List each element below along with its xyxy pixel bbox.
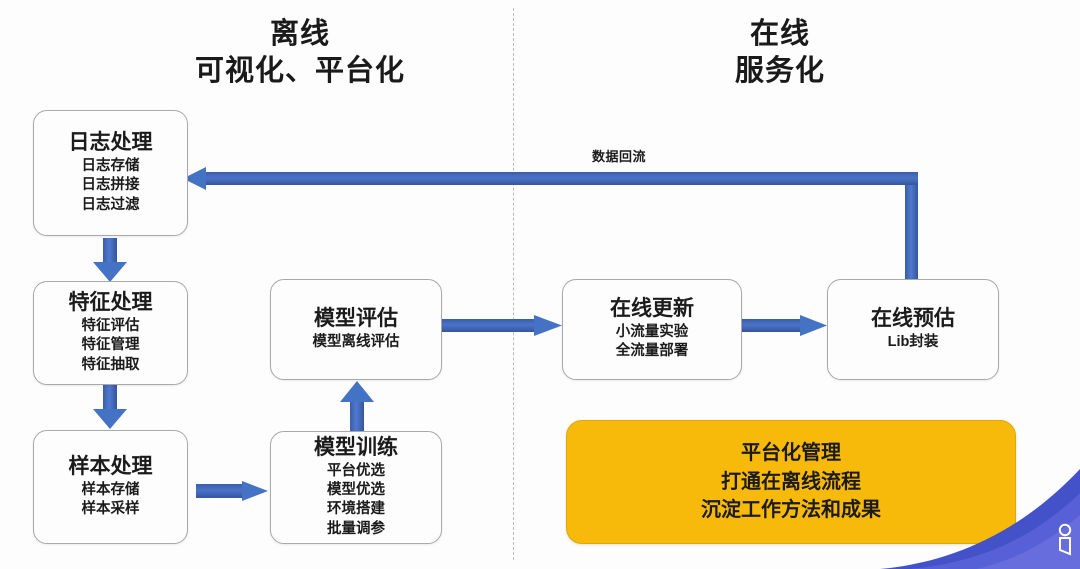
offline-online-divider [513, 8, 514, 560]
node-sub: 特征抽取 [81, 356, 140, 373]
node-title: 在线预估 [871, 306, 955, 330]
platform-line: 平台化管理 [741, 442, 841, 465]
node-online-update[interactable]: 在线更新 小流量实验 全流量部署 [562, 279, 742, 380]
node-log-processing[interactable]: 日志处理 日志存储 日志拼接 日志过滤 [33, 110, 188, 236]
corner-decoration [880, 459, 1080, 569]
node-sub: 模型优选 [327, 482, 385, 499]
node-sub: 特征评估 [81, 317, 140, 334]
node-title: 日志处理 [68, 131, 153, 155]
node-sub: 小流量实验 [615, 324, 689, 341]
node-feature-processing[interactable]: 特征处理 特征评估 特征管理 特征抽取 [33, 281, 188, 385]
arrow-training-to-evaluation [340, 381, 374, 431]
label-data-feedback: 数据回流 [592, 149, 647, 164]
platform-line: 沉淀工作方法和成果 [701, 499, 881, 522]
node-sub: 全流量部署 [615, 343, 689, 360]
node-platform-management[interactable]: 平台化管理 打通在离线流程 沉淀工作方法和成果 [566, 420, 1016, 544]
node-title: 模型训练 [314, 436, 398, 460]
section-title-offline-line1: 离线 [269, 18, 330, 50]
node-title: 模型评估 [314, 306, 398, 330]
arrow-online-update-to-prediction [742, 315, 827, 336]
node-sub: 模型离线评估 [312, 333, 400, 350]
section-title-online-line1: 在线 [749, 18, 810, 50]
node-sub: 样本采样 [81, 500, 140, 517]
arrow-log-to-feature [93, 238, 127, 282]
section-title-online-line2: 服务化 [734, 55, 825, 88]
node-title: 样本处理 [68, 454, 153, 478]
node-sub: 环境搭建 [327, 501, 385, 518]
node-sub: 样本存储 [81, 481, 140, 498]
corner-swoosh-icon [880, 469, 1080, 569]
node-sample-processing[interactable]: 样本处理 样本存储 样本采样 [33, 430, 188, 544]
node-sub: 平台优选 [327, 462, 385, 479]
node-model-training[interactable]: 模型训练 平台优选 模型优选 环境搭建 批量调参 [270, 431, 442, 544]
section-title-offline-line2: 可视化、平台化 [194, 55, 405, 88]
arrow-feature-to-sample [93, 385, 127, 429]
arrow-evaluation-to-online-update [441, 315, 562, 336]
node-model-evaluation[interactable]: 模型评估 模型离线评估 [270, 279, 442, 380]
corner-logo-mark-icon [1058, 523, 1072, 556]
node-sub: 日志拼接 [81, 177, 140, 194]
section-title-offline: 离线 可视化、平台化 [140, 16, 460, 90]
node-sub: Lib封装 [887, 333, 939, 350]
platform-line: 打通在离线流程 [721, 470, 861, 493]
arrow-sample-to-training [196, 481, 268, 501]
node-title: 特征处理 [68, 291, 153, 315]
node-title: 在线更新 [610, 297, 694, 321]
node-sub: 特征管理 [81, 337, 140, 354]
node-sub: 日志存储 [81, 157, 140, 174]
arrow-data-feedback [183, 167, 918, 280]
section-title-online: 在线 服务化 [620, 16, 940, 90]
node-online-prediction[interactable]: 在线预估 Lib封装 [827, 279, 999, 380]
node-sub: 日志过滤 [81, 196, 140, 213]
node-sub: 批量调参 [327, 520, 385, 537]
